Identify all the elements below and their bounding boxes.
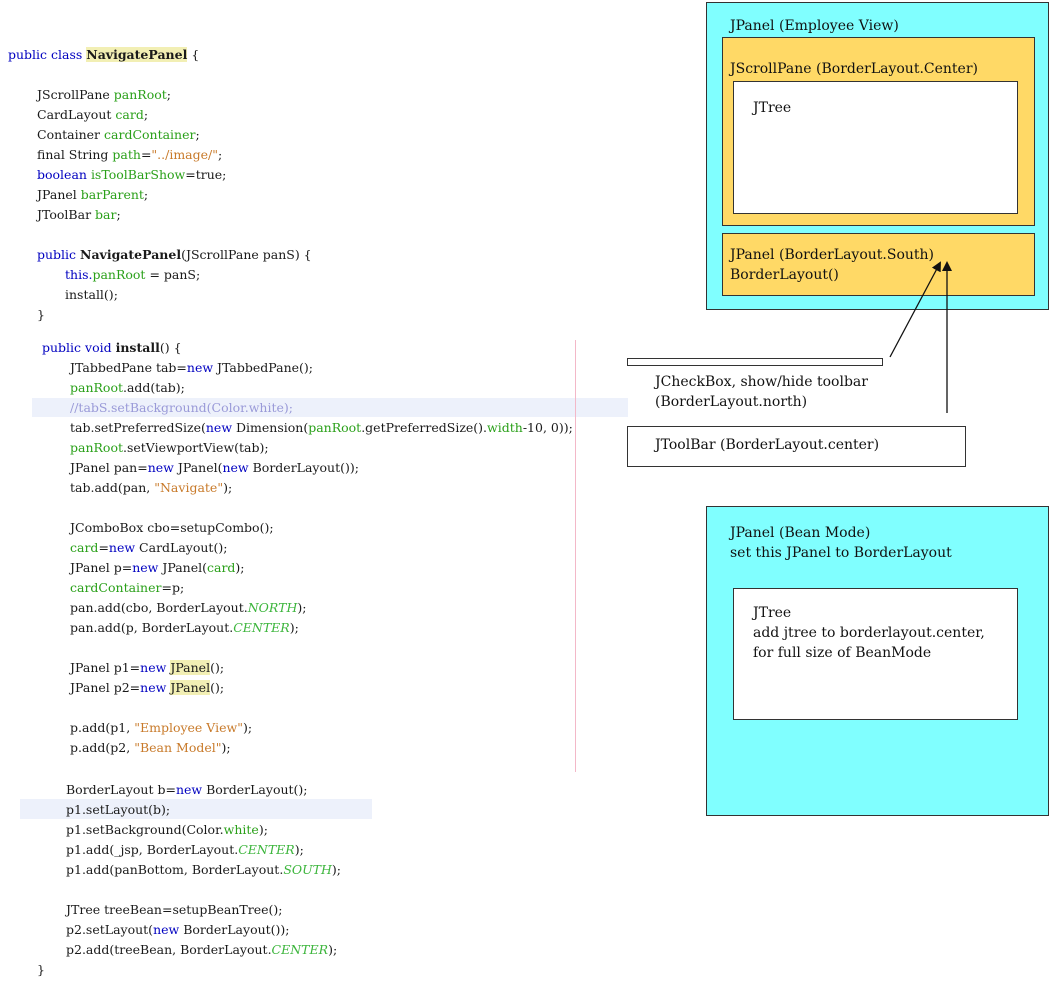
field-declaration: JToolBar bar;	[37, 207, 121, 222]
code-statement: cardContainer=p;	[70, 580, 185, 595]
code-statement: JPanel pan=new JPanel(new BorderLayout()…	[70, 460, 359, 475]
checkbox-label: JCheckBox, show/hide toolbar	[655, 374, 868, 390]
code-statement: p1.setLayout(b);	[66, 802, 171, 817]
code-statement: JComboBox cbo=setupCombo();	[70, 520, 274, 535]
toolbar-label: JToolBar (BorderLayout.center)	[655, 437, 880, 453]
code-statement: p.add(p2, "Bean Model");	[70, 740, 231, 755]
field-declaration: boolean isToolBarShow=true;	[37, 167, 227, 182]
toolbar-box	[627, 426, 966, 467]
code-statement: JPanel p1=new JPanel();	[70, 660, 225, 675]
code-statement: card=new CardLayout();	[70, 540, 228, 555]
code-statement: JPanel p2=new JPanel();	[70, 680, 225, 695]
bean-mode-label: JPanel (Bean Mode)	[730, 525, 871, 541]
field-declaration: JScrollPane panRoot;	[37, 87, 172, 102]
code-statement: JTree treeBean=setupBeanTree();	[66, 902, 283, 917]
checkbox-bar	[627, 358, 883, 366]
closing-brace: }	[37, 962, 45, 977]
scrollpane-label: JScrollPane (BorderLayout.Center)	[730, 61, 978, 77]
highlighted-row	[20, 799, 372, 819]
jtree-box	[733, 81, 1018, 214]
checkbox-arrow	[889, 261, 941, 358]
checkbox-position-label: (BorderLayout.north)	[655, 394, 808, 410]
bean-jtree-label: JTree	[753, 605, 792, 621]
code-statement: p1.add(panBottom, BorderLayout.SOUTH);	[66, 862, 341, 877]
field-declaration: CardLayout card;	[37, 107, 149, 122]
bean-jtree-note: add jtree to borderlayout.center,	[753, 625, 985, 641]
bean-mode-layout-label: set this JPanel to BorderLayout	[730, 545, 952, 561]
code-statement: p2.setLayout(new BorderLayout());	[66, 922, 290, 937]
employee-view-label: JPanel (Employee View)	[730, 18, 899, 34]
code-statement: p1.setBackground(Color.white);	[66, 822, 268, 837]
code-statement: this.panRoot = panS;	[65, 267, 201, 282]
code-statement: panRoot.setViewportView(tab);	[70, 440, 269, 455]
south-panel-layout-label: BorderLayout()	[730, 267, 839, 283]
margin-guide-line	[575, 340, 576, 772]
field-declaration: final String path="../image/";	[37, 147, 223, 162]
code-statement: tab.setPreferredSize(new Dimension(panRo…	[70, 420, 573, 435]
jtree-label: JTree	[753, 100, 792, 116]
code-statement: panRoot.add(tab);	[70, 380, 185, 395]
code-statement: pan.add(p, BorderLayout.CENTER);	[70, 620, 299, 635]
code-statement: JTabbedPane tab=new JTabbedPane();	[70, 360, 313, 375]
bean-jtree-note: for full size of BeanMode	[753, 645, 932, 661]
bean-jtree-box	[733, 588, 1018, 720]
closing-brace: }	[37, 307, 45, 322]
code-comment: //tabS.setBackground(Color.white);	[70, 400, 293, 415]
code-statement: p.add(p1, "Employee View");	[70, 720, 253, 735]
code-statement: install();	[65, 287, 118, 302]
class-declaration: public class NavigatePanel {	[8, 47, 200, 62]
constructor-header: public NavigatePanel(JScrollPane panS) {	[37, 247, 312, 262]
highlighted-row	[32, 398, 628, 417]
install-method-header: public void install() {	[42, 340, 182, 355]
code-statement: p1.add(_jsp, BorderLayout.CENTER);	[66, 842, 304, 857]
code-statement: BorderLayout b=new BorderLayout();	[66, 782, 308, 797]
south-panel	[722, 233, 1035, 296]
code-statement: pan.add(cbo, BorderLayout.NORTH);	[70, 600, 307, 615]
code-statement: p2.add(treeBean, BorderLayout.CENTER);	[66, 942, 338, 957]
field-declaration: Container cardContainer;	[37, 127, 200, 142]
code-statement: JPanel p=new JPanel(card);	[70, 560, 245, 575]
code-statement: tab.add(pan, "Navigate");	[70, 480, 233, 495]
field-declaration: JPanel barParent;	[37, 187, 149, 202]
south-panel-label: JPanel (BorderLayout.South)	[730, 247, 935, 263]
